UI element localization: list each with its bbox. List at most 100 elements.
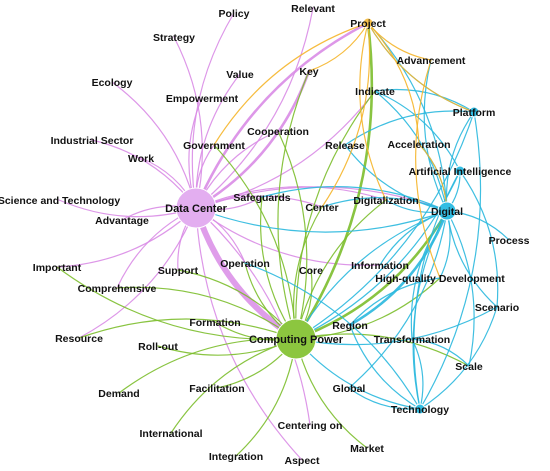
label-strategy: Strategy — [153, 32, 195, 44]
edge-digital-data_center — [195, 207, 448, 233]
edge-technology-computing_power — [295, 338, 421, 410]
label-operation: Operation — [220, 258, 270, 270]
edge-project-digitalization — [359, 22, 387, 201]
label-platform: Platform — [453, 107, 496, 119]
label-value: Value — [226, 69, 254, 81]
edge-digital-computing_power — [295, 210, 448, 340]
label-centering_on: Centering on — [278, 420, 343, 432]
label-region: Region — [332, 320, 368, 332]
edge-computing_power-digitalization — [295, 199, 387, 340]
edge-platform-indicate — [374, 88, 475, 113]
label-international: International — [139, 428, 202, 440]
edge-computing_power-indicate — [295, 90, 376, 340]
edge-data_center-resource — [78, 207, 197, 339]
edge-digital-safeguards — [261, 186, 448, 212]
edge-artificial_intelligence-indicate — [374, 90, 461, 172]
label-facilitation: Facilitation — [189, 383, 244, 395]
edge-digital-transformation — [410, 210, 448, 340]
label-data_center: Data Center — [165, 203, 227, 215]
label-global: Global — [333, 383, 366, 395]
edge-computing_power-government — [213, 144, 297, 340]
label-project: Project — [350, 18, 386, 30]
label-key: Key — [299, 66, 318, 78]
label-process: Process — [489, 235, 530, 247]
edge-digital-scenario — [446, 210, 498, 308]
label-release: Release — [325, 140, 365, 152]
node-digital[interactable] — [437, 201, 457, 221]
node-layer — [175, 17, 480, 415]
label-scenario: Scenario — [475, 302, 519, 314]
node-platform[interactable] — [468, 106, 480, 118]
edge-computing_power-resource — [78, 318, 297, 340]
edge-project-acceleration — [367, 22, 420, 145]
edge-computing_power-important — [56, 266, 297, 341]
edge-technology-transformation — [411, 338, 424, 410]
label-science_and_technology: Science and Technology — [0, 195, 120, 207]
label-relevant: Relevant — [291, 3, 335, 15]
edge-region-high_quality_development — [349, 277, 441, 326]
edge-data_center-strategy — [173, 36, 203, 209]
edge-digital-region — [348, 209, 449, 327]
edge-digital-scale — [446, 210, 475, 367]
edge-digital-platform — [445, 111, 475, 212]
label-important: Important — [33, 262, 82, 274]
edge-data_center-digitalization — [195, 186, 387, 209]
label-center: Center — [305, 202, 338, 214]
label-industrial_sector: Industrial Sector — [51, 135, 134, 147]
label-work: Work — [128, 153, 154, 165]
label-technology: Technology — [391, 404, 449, 416]
edge-technology-region — [349, 324, 421, 410]
label-support: Support — [158, 265, 199, 277]
label-government: Government — [183, 140, 245, 152]
label-formation: Formation — [189, 317, 240, 329]
label-aspect: Aspect — [284, 455, 320, 467]
edge-technology-global — [348, 387, 421, 410]
label-acceleration: Acceleration — [387, 139, 450, 151]
label-policy: Policy — [219, 8, 250, 20]
node-technology[interactable] — [414, 403, 426, 415]
label-computing_power: Computing Power — [249, 334, 344, 346]
edge-platform-computing_power — [295, 111, 475, 340]
label-core: Core — [299, 265, 323, 277]
node-artificial_intelligence[interactable] — [454, 165, 466, 177]
label-artificial_intelligence: Artificial Intelligence — [409, 166, 512, 178]
edge-data_center-project — [194, 21, 370, 210]
edge-platform-release — [344, 110, 475, 146]
edge-data_center-centering_on — [195, 207, 311, 426]
edge-artificial_intelligence-scenario — [459, 170, 499, 308]
label-indicate: Indicate — [355, 86, 395, 98]
edge-project-platform — [367, 22, 475, 113]
edge-data_center-relevant — [195, 7, 314, 209]
edge-computing_power-demand — [118, 338, 297, 394]
node-project[interactable] — [362, 17, 374, 29]
edge-data_center-policy — [191, 12, 235, 209]
edge-technology-scenario — [419, 306, 498, 410]
label-digitalization: Digitalization — [353, 195, 418, 207]
edge-computing_power-comprehensive — [116, 286, 297, 340]
edge-scenario-computing_power — [295, 306, 498, 346]
label-advancement: Advancement — [397, 55, 466, 67]
edge-technology-platform — [419, 111, 482, 410]
node-computing_power[interactable] — [275, 318, 317, 360]
label-ecology: Ecology — [92, 77, 133, 89]
label-roll_out: Roll-out — [138, 341, 178, 353]
label-information: Information — [351, 260, 409, 272]
edge-project-government — [213, 22, 369, 146]
label-integration: Integration — [209, 451, 263, 463]
label-demand: Demand — [98, 388, 139, 400]
label-cooperation: Cooperation — [247, 126, 309, 138]
label-advantage: Advantage — [95, 215, 149, 227]
edge-technology-operation — [244, 262, 421, 410]
node-data_center[interactable] — [175, 187, 217, 229]
label-transformation: Transformation — [374, 334, 450, 346]
edge-computing_power-key — [277, 70, 310, 340]
label-empowerment: Empowerment — [166, 93, 239, 105]
edge-computing_power-scale — [295, 333, 470, 367]
label-market: Market — [350, 443, 384, 455]
edge-digital-global — [348, 210, 448, 389]
edge-project-key — [308, 22, 369, 72]
edge-digital-indicate — [374, 90, 448, 212]
